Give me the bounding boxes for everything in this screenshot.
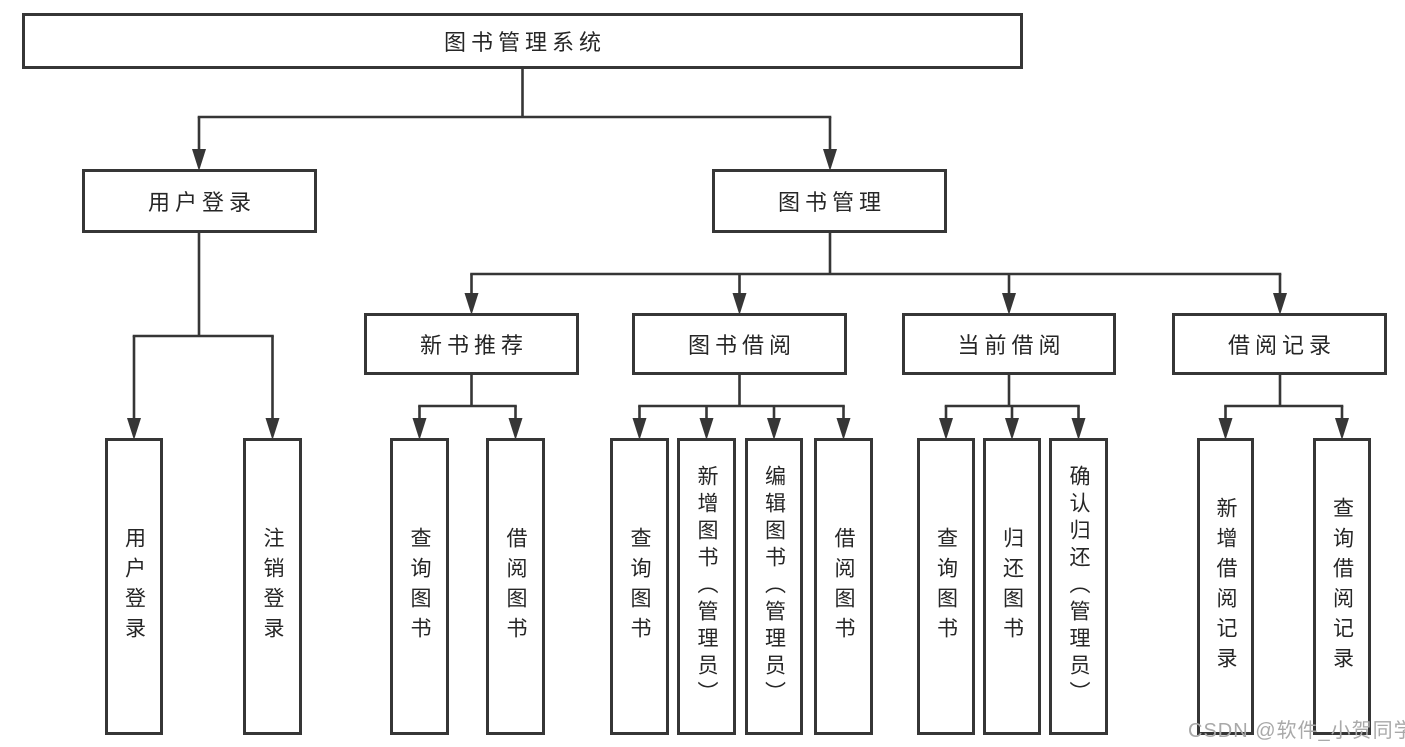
- csdn-watermark: CSDN @软件_小贺同学: [1188, 720, 1405, 742]
- node-borrowing-records-label: 借阅记录: [1227, 333, 1336, 358]
- leaf-user-login-label: 用户登录: [122, 526, 146, 647]
- leaf-borrowing-edit-books-admin-label: 编辑图书（管理员）: [762, 465, 786, 708]
- leaf-current-confirm-return-admin-label: 确认归还（管理员）: [1067, 465, 1090, 708]
- leaf-newbooks-borrow-books: 借阅图书: [486, 438, 545, 735]
- leaf-newbooks-query-books: 查询图书: [390, 438, 449, 735]
- leaf-current-query-books: 查询图书: [917, 438, 975, 735]
- node-book-management: 图书管理: [712, 169, 947, 233]
- leaf-borrowing-add-books-admin-label: 新增图书（管理员）: [695, 465, 718, 708]
- leaf-current-return-books: 归还图书: [983, 438, 1041, 735]
- node-user-login: 用户登录: [82, 169, 317, 233]
- node-library-system-label: 图书管理系统: [443, 30, 606, 55]
- leaf-borrowing-query-books-label: 查询图书: [628, 526, 651, 647]
- node-user-login-label: 用户登录: [147, 190, 256, 215]
- leaf-newbooks-query-books-label: 查询图书: [408, 526, 431, 647]
- arrowheads: [127, 149, 1349, 440]
- node-library-system: 图书管理系统: [22, 13, 1023, 69]
- leaf-logout: 注销登录: [243, 438, 302, 735]
- leaf-current-query-books-label: 查询图书: [934, 526, 958, 647]
- leaf-records-add-record: 新增借阅记录: [1197, 438, 1254, 735]
- leaf-newbooks-borrow-books-label: 借阅图书: [504, 526, 527, 647]
- node-current-borrowing-label: 当前借阅: [957, 333, 1066, 358]
- leaf-borrowing-borrow-books-label: 借阅图书: [832, 526, 855, 647]
- node-new-book-recommend-label: 新书推荐: [419, 333, 528, 358]
- leaf-current-return-books-label: 归还图书: [1000, 526, 1024, 647]
- leaf-user-login: 用户登录: [105, 438, 163, 735]
- leaf-records-query-record: 查询借阅记录: [1313, 438, 1371, 735]
- leaf-records-query-record-label: 查询借阅记录: [1330, 496, 1354, 677]
- leaf-borrowing-edit-books-admin: 编辑图书（管理员）: [745, 438, 803, 735]
- node-current-borrowing: 当前借阅: [902, 313, 1116, 375]
- leaf-current-confirm-return-admin: 确认归还（管理员）: [1049, 438, 1108, 735]
- leaf-borrowing-query-books: 查询图书: [610, 438, 669, 735]
- node-borrowing-records: 借阅记录: [1172, 313, 1387, 375]
- node-book-management-label: 图书管理: [777, 190, 886, 215]
- leaf-records-add-record-label: 新增借阅记录: [1214, 496, 1237, 677]
- node-book-borrowing-label: 图书借阅: [687, 333, 796, 358]
- leaf-borrowing-borrow-books: 借阅图书: [814, 438, 873, 735]
- leaf-logout-label: 注销登录: [261, 526, 284, 647]
- node-new-book-recommend: 新书推荐: [364, 313, 579, 375]
- node-book-borrowing: 图书借阅: [632, 313, 847, 375]
- leaf-borrowing-add-books-admin: 新增图书（管理员）: [677, 438, 736, 735]
